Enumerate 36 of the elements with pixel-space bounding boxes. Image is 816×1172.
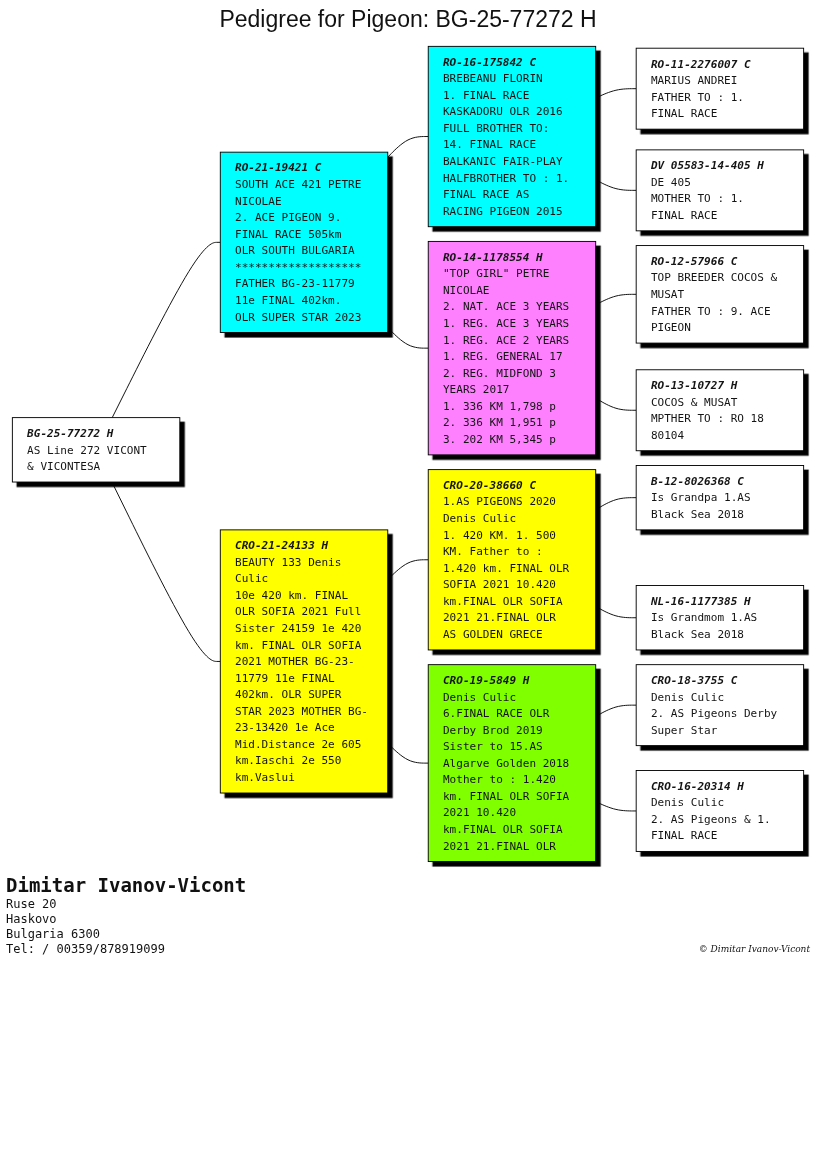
- address-line: Bulgaria 6300: [6, 926, 100, 942]
- connector-line: [595, 179, 637, 191]
- pigeon-card: B-12-8026368 C Is Grandpa 1.AS Black Sea 2018: [635, 465, 805, 531]
- connector-line: [111, 481, 221, 662]
- connector-line: [387, 742, 429, 764]
- pigeon-card: CRO-16-20314 H Denis Culic 2. AS Pigeons & 1. FINAL RACE: [635, 770, 805, 852]
- connector-line: [595, 397, 637, 411]
- connector-line: [595, 293, 637, 306]
- pigeon-card: RO-16-175842 C BREBEANU FLORIN 1. FINAL RACE KASKADORU OLR 2016 FULL BROTHER TO: 14. FINAL RACE BALKANIC FAIR-PLAY HALFBROTHER TO : 1. FINAL RACE AS RACING PIGEON 2015: [427, 45, 597, 228]
- pigeon-card: NL-16-1177385 H Is Grandmom 1.AS Black Sea 2018: [635, 585, 805, 651]
- pigeon-card: CRO-21-24133 H BEAUTY 133 Denis Culic 10e 420 km. FINAL OLR SOFIA 2021 Full Sister 24159 1e 420 km. FINAL OLR SOFIA 2021 MOTHER BG-23-11779 11e FINAL 402km. OLR SUPER STAR 2023 MOTHER BG-23-13420 1e Ace Mid.Distance 2e 605 km.Iaschi 2e 550 km.Vaslui: [219, 529, 389, 794]
- copyright-note: © Dimitar Ivanov-Vicont: [698, 942, 810, 956]
- connector-line: [387, 136, 429, 158]
- connector-line: [595, 801, 637, 812]
- connector-line: [595, 497, 637, 511]
- connector-line: [595, 606, 637, 619]
- pigeon-card: CRO-20-38660 C 1.AS PIGEONS 2020 Denis Culic 1. 420 KM. 1. 500 KM. Father to : 1.420 km. FINAL OLR SOFIA 2021 10.420 km.FINAL OLR SOFIA 2021 21.FINAL OLR AS GOLDEN GRECE: [427, 469, 597, 651]
- diagram-title: Pedigree for Pigeon: BG-25-77272 H: [219, 6, 597, 33]
- pigeon-card: DV 05583-14-405 H DE 405 MOTHER TO : 1. FINAL RACE: [635, 149, 805, 232]
- pigeon-card: CRO-19-5849 H Denis Culic 6.FINAL RACE OLR Derby Brod 2019 Sister to 15.AS Algarve Golden 2018 Mother to : 1.420 km. FINAL OLR SOFIA 2021 10.420 km.FINAL OLR SOFIA 2021 21.FINAL OLR: [427, 664, 597, 862]
- address-line: Ruse 20: [6, 896, 57, 912]
- breeder-name: Dimitar Ivanov-Vicont: [6, 872, 247, 897]
- connector-line: [111, 241, 221, 419]
- connector-line: [595, 704, 637, 717]
- pigeon-card: BG-25-77272 H AS Line 272 VICONT & VICONTESA: [11, 417, 181, 483]
- pigeon-card: CRO-18-3755 C Denis Culic 2. AS Pigeons Derby Super Star: [635, 664, 805, 747]
- connector-line: [595, 88, 637, 99]
- phone-number: Tel: / 00359/878919099: [6, 941, 165, 957]
- connector-line: [387, 327, 429, 349]
- address-line: Haskovo: [6, 911, 57, 927]
- pigeon-card: RO-12-57966 C TOP BREEDER COCOS & MUSAT FATHER TO : 9. ACE PIGEON: [635, 245, 805, 344]
- connector-line: [387, 559, 429, 581]
- pigeon-card: RO-21-19421 C SOUTH ACE 421 PETRE NICOLAE 2. ACE PIGEON 9. FINAL RACE 505km OLR SOUTH BULGARIA ******************* FATHER BG-23-11779 11e FINAL 402km. OLR SUPER STAR 2023: [219, 151, 389, 333]
- pigeon-card: RO-13-10727 H COCOS & MUSAT MPTHER TO : RO 18 80104: [635, 369, 805, 452]
- pigeon-card: RO-14-1178554 H "TOP GIRL" PETRE NICOLAE 2. NAT. ACE 3 YEARS 1. REG. ACE 3 YEARS 1. REG. ACE 2 YEARS 1. REG. GENERAL 17 2. REG. MIDFOND 3 YEARS 2017 1. 336 KM 1,798 p 2. 336 KM 1,951 p 3. 202 KM 5,345 p: [427, 240, 597, 456]
- pigeon-card: RO-11-2276007 C MARIUS ANDREI FATHER TO : 1. FINAL RACE: [635, 47, 805, 130]
